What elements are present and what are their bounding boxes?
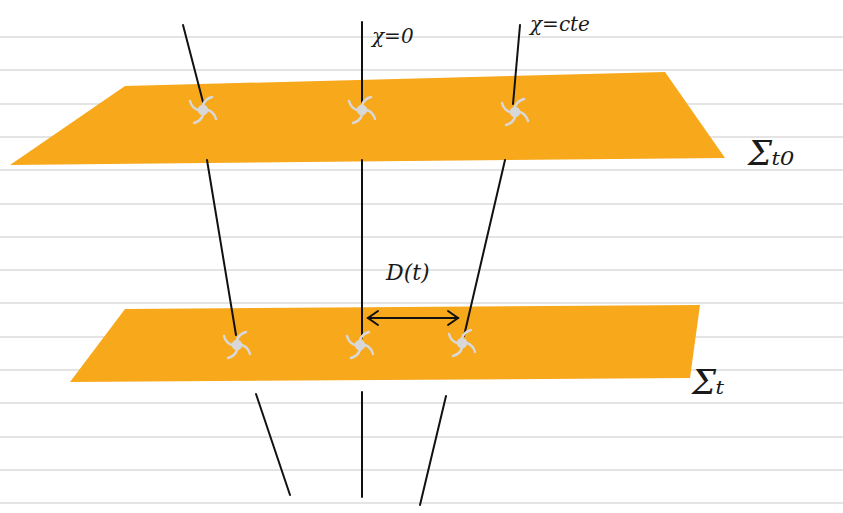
galaxy — [502, 99, 528, 125]
math-label: χ=0 — [372, 26, 414, 46]
galaxies — [190, 97, 528, 358]
galaxy — [190, 97, 216, 123]
galaxy — [224, 332, 250, 358]
distance-arrow — [368, 311, 458, 325]
galaxy — [349, 97, 375, 123]
ruled-line — [0, 437, 843, 438]
hypersurface-t — [70, 305, 700, 382]
math-label: Σₜ₀ — [748, 136, 794, 170]
galaxy — [449, 330, 475, 356]
galaxy — [347, 332, 373, 358]
math-label: χ=cte — [530, 14, 590, 34]
ruled-line — [0, 37, 843, 38]
ruled-line — [0, 204, 843, 205]
math-label: D(t) — [386, 262, 430, 284]
ruled-line — [0, 470, 843, 471]
notebook-lines — [0, 37, 843, 503]
worldlines — [183, 22, 520, 505]
ruled-line — [0, 70, 843, 71]
ruled-line — [0, 170, 843, 171]
math-label: Σₜ — [692, 365, 724, 399]
hypersurface-t0 — [10, 72, 725, 165]
ruled-line — [0, 237, 843, 238]
ruled-line — [0, 303, 843, 304]
ruled-line — [0, 403, 843, 404]
